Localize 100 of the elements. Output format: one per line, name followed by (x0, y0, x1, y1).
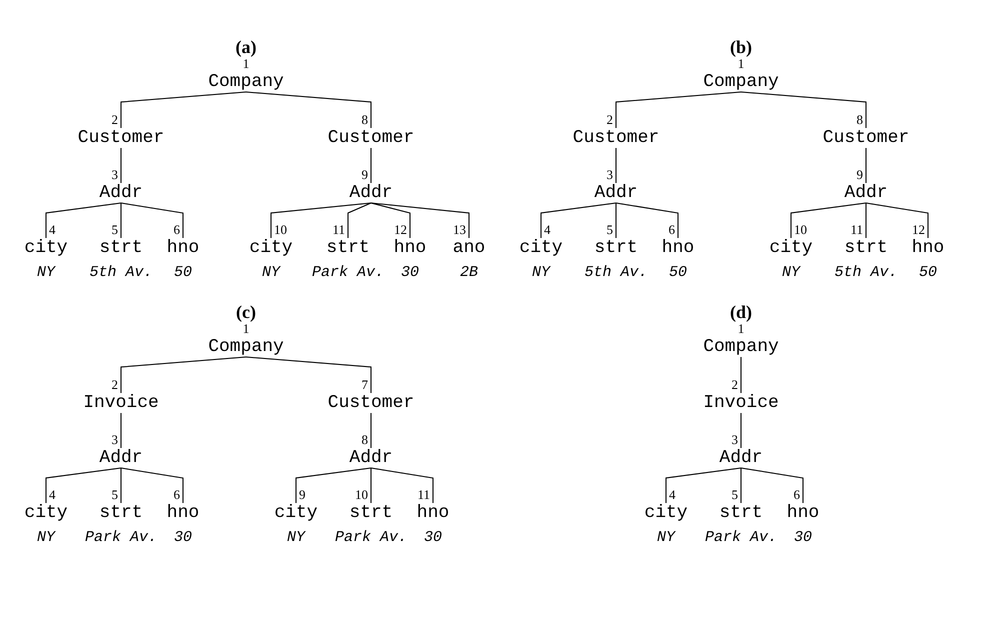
tree-edge (740, 468, 742, 504)
tree-edge (790, 202, 866, 238)
tree-node-label: city (249, 238, 293, 258)
node-number: 9 (362, 168, 368, 181)
tree-node-label: hno (786, 503, 820, 523)
tree-node-label: hno (662, 238, 694, 258)
node-number: 2 (606, 113, 613, 126)
value-label: Park Av. (84, 530, 157, 546)
node-number: 1 (738, 322, 744, 335)
tree-edge (348, 202, 372, 238)
value-label: 30 (794, 530, 812, 546)
node-number: 7 (362, 378, 368, 391)
tree-node-label: city (519, 238, 563, 258)
node-number: 1 (242, 57, 250, 70)
tree-node-label: Customer (572, 128, 660, 148)
tree-node-label: strt (844, 238, 888, 258)
tree-node-label: strt (349, 503, 393, 523)
node-number: 5 (112, 223, 118, 236)
tree-edge (120, 202, 122, 238)
tree-node-label: city (274, 503, 318, 523)
tree-node-label: strt (594, 238, 638, 258)
node-number: 12 (394, 223, 407, 236)
node-number: 5 (606, 223, 613, 236)
tree-node-label: city (644, 503, 688, 523)
tree-edge (120, 148, 122, 184)
node-number: 8 (362, 113, 368, 126)
value-label: 30 (424, 530, 442, 546)
node-number: 3 (112, 433, 118, 446)
tree-node-label: Addr (99, 448, 143, 468)
tree-node-label: Company (703, 72, 779, 92)
tree-node-label: Invoice (83, 393, 159, 413)
tree-edge (296, 468, 372, 504)
node-number: 4 (669, 488, 676, 501)
tree-node-label: hno (912, 238, 944, 258)
node-number: 3 (606, 168, 613, 181)
tree-node-label: Addr (719, 448, 763, 468)
tree-node-label: city (24, 238, 68, 258)
tree-edge (866, 202, 928, 238)
tree-edge (246, 356, 372, 394)
tree-node-label: Addr (349, 183, 393, 203)
tree-node-label: Addr (844, 183, 888, 203)
tree-node-label: ano (452, 238, 486, 258)
tree-node-label: Customer (328, 393, 414, 413)
node-number: 5 (112, 488, 118, 501)
tree-node-label: Customer (328, 128, 414, 148)
value-label: Park Av. (312, 265, 384, 281)
node-number: 3 (112, 168, 118, 181)
value-label: NY (36, 265, 55, 281)
value-label: 30 (174, 530, 192, 546)
tree-node-label: hno (416, 503, 450, 523)
node-number: 9 (299, 488, 306, 501)
tree-edge (120, 412, 122, 448)
tree-node-label: Addr (99, 183, 143, 203)
value-label: NY (286, 530, 305, 546)
value-label: 30 (400, 265, 419, 281)
node-number: 1 (242, 322, 250, 335)
node-number: 11 (417, 488, 430, 501)
tree-node-label: Addr (349, 448, 393, 468)
panel-title: (d) (730, 302, 752, 322)
node-number: 11 (332, 223, 345, 236)
tree-node-label: Invoice (703, 393, 779, 413)
node-number: 9 (856, 168, 863, 181)
value-label: Park Av. (704, 530, 777, 546)
node-number: 6 (668, 223, 675, 236)
tree-node-label: strt (99, 238, 143, 258)
value-label: NY (262, 265, 280, 281)
tree-edge (370, 202, 410, 238)
value-label: 50 (918, 265, 937, 281)
node-number: 5 (732, 488, 738, 501)
tree-edge (120, 468, 122, 504)
node-number: 10 (355, 488, 368, 501)
tree-node-label: Company (703, 337, 779, 357)
value-label: 50 (174, 265, 192, 281)
tree-node-label: city (769, 238, 813, 258)
tree-edge (120, 92, 246, 128)
tree-edge (370, 148, 372, 184)
value-label: 5th Av. (89, 265, 152, 281)
tree-edge (46, 202, 122, 238)
tree-edge (740, 356, 742, 394)
tree-node-label: Customer (822, 128, 910, 148)
node-number: 6 (174, 223, 180, 236)
tree-node-label: strt (99, 503, 143, 523)
tree-node-label: Customer (78, 128, 164, 148)
tree-edge (370, 202, 470, 238)
tree-edge (740, 92, 866, 128)
tree-node-label: Company (208, 72, 284, 92)
node-number: 8 (856, 113, 863, 126)
tree-edge (740, 412, 742, 448)
tree-edge (370, 412, 372, 448)
value-label: NY (782, 265, 800, 281)
panel-title: (b) (730, 37, 752, 57)
tree-node-label: Addr (594, 183, 638, 203)
node-number: 4 (49, 488, 56, 501)
panel-title: (a) (236, 37, 256, 57)
panel-title: (c) (236, 302, 256, 322)
tree-edge (270, 202, 372, 238)
tree-edge (616, 92, 742, 128)
value-label: NY (656, 530, 675, 546)
node-number: 2 (112, 378, 118, 391)
value-label: 2B (460, 265, 478, 281)
